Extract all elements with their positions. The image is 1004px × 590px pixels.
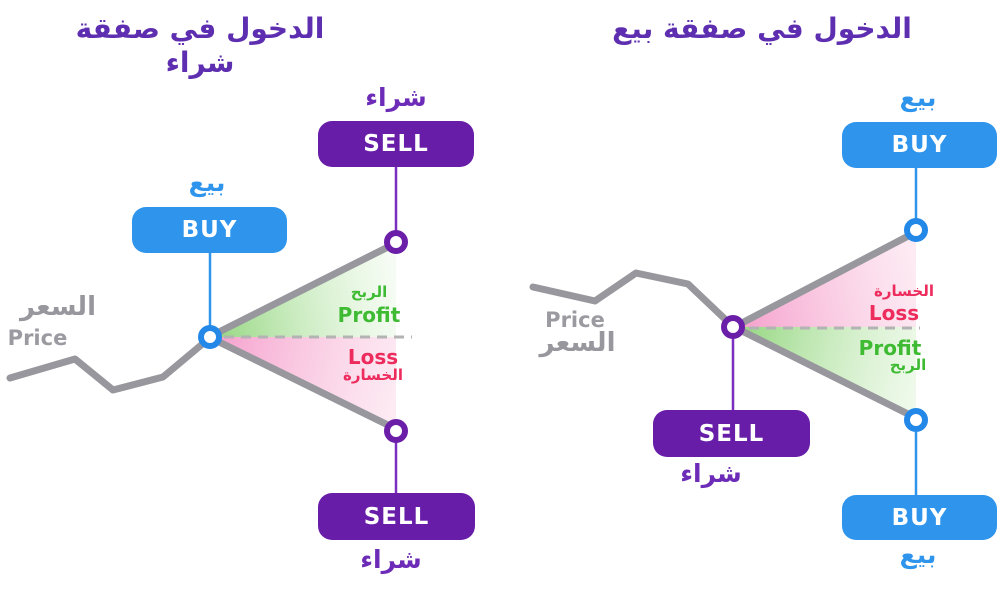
- right-price-english-label: Price: [545, 308, 605, 332]
- left-profit-arabic-label: الربح: [350, 283, 388, 301]
- right-bottom-buy-button[interactable]: BUY: [842, 495, 997, 540]
- left-entry-marker: [198, 325, 222, 349]
- right-loss-arabic-label: الخسارة: [874, 282, 934, 300]
- left-bottom-sell-button[interactable]: SELL: [318, 493, 475, 540]
- left-top-sell-arabic-label: شراء: [365, 83, 427, 112]
- right-price-line: [529, 269, 731, 325]
- left-bottom-sell-arabic-label: شراء: [360, 545, 422, 574]
- left-buy-arabic-label: بيع: [188, 168, 226, 197]
- left-title: الدخول في صفقة شراء: [75, 12, 325, 79]
- right-bottom-buy-arabic-label: بيع: [899, 540, 937, 569]
- left-price-arabic-label: السعر: [20, 292, 96, 322]
- right-price-arabic-label: السعر: [539, 328, 616, 358]
- left-take-profit-marker: [384, 230, 408, 254]
- left-price-line: [6, 337, 210, 394]
- left-lower-edge-line: [209, 335, 398, 432]
- right-profit-arabic-label: الربح: [889, 356, 927, 374]
- right-sell-button[interactable]: SELL: [653, 410, 810, 457]
- right-top-buy-arabic-label: بيع: [899, 83, 937, 112]
- right-profit-english-label: Profit: [858, 336, 922, 360]
- right-take-profit-marker: [904, 408, 928, 432]
- right-title: الدخول في صفقة بيع: [612, 12, 912, 45]
- right-entry-marker: [721, 315, 745, 339]
- right-top-buy-button[interactable]: BUY: [842, 122, 997, 168]
- left-upper-edge-line: [209, 240, 398, 339]
- right-lower-edge-line: [734, 325, 918, 421]
- left-top-sell-button[interactable]: SELL: [318, 121, 474, 167]
- right-sell-arabic-label: شراء: [680, 459, 742, 488]
- left-loss-english-label: Loss: [347, 345, 399, 369]
- left-stop-loss-marker: [384, 419, 408, 443]
- left-loss-arabic-label: الخسارة: [343, 366, 403, 384]
- left-profit-english-label: Profit: [337, 303, 401, 327]
- right-upper-edge-line: [734, 229, 918, 329]
- left-price-english-label: Price: [7, 326, 68, 350]
- left-buy-button[interactable]: BUY: [132, 207, 287, 253]
- right-stop-loss-marker: [904, 218, 928, 242]
- right-loss-english-label: Loss: [868, 301, 920, 325]
